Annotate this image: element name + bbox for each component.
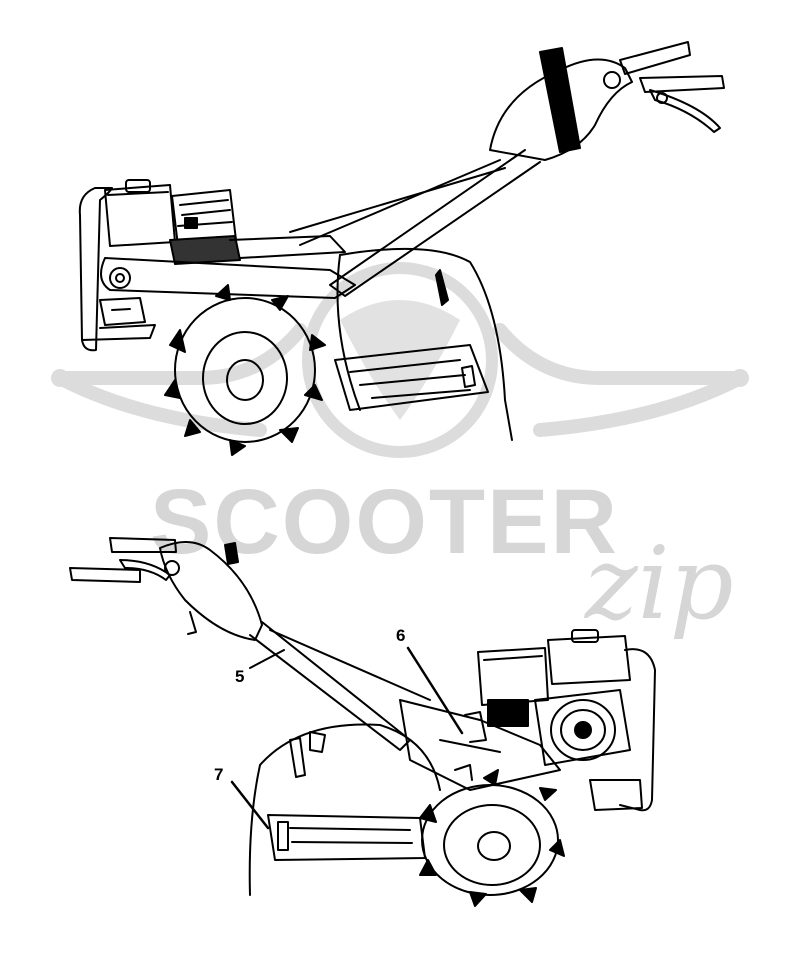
leader-line-5	[249, 649, 285, 669]
callout-5: 5	[235, 667, 245, 686]
lower-tiller	[69, 537, 656, 907]
callout-7: 7	[214, 765, 224, 784]
watermark-script-text: zip	[585, 525, 734, 642]
callout-6: 6	[396, 626, 406, 645]
leader-line-7	[230, 780, 270, 830]
leader-line-6	[406, 646, 464, 735]
upper-tiller	[78, 41, 725, 456]
